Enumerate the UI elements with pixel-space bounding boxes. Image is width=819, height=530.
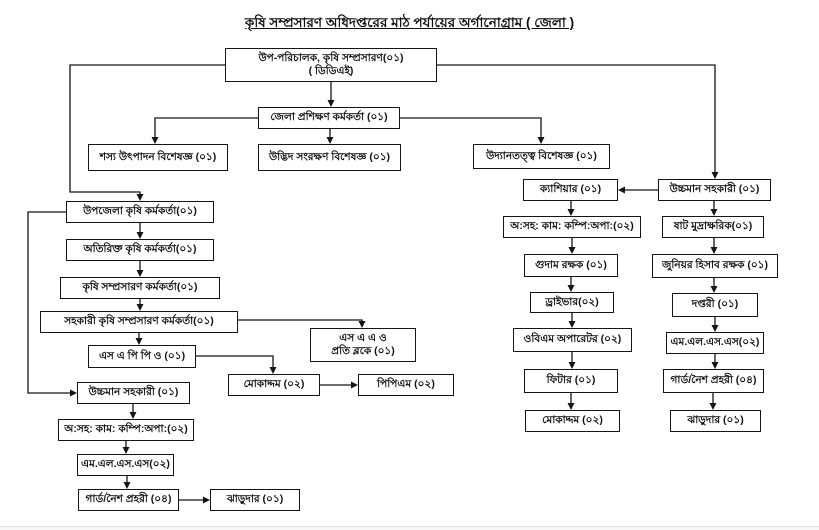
connector-fitter-to-mokaddam-right	[567, 393, 575, 410]
node-head-assistant-left: উচ্চমান সহকারী (০১)	[77, 382, 190, 404]
connector-head-asst-right-to-cashier	[618, 186, 658, 194]
node-fitter: ফিটার (০১)	[524, 369, 618, 393]
connector-dd-to-dto	[327, 82, 335, 107]
node-driver: ড্রাইভার(০২)	[530, 292, 614, 313]
node-head-assistant-right: উচ্চমান সহকারী (০১)	[658, 179, 771, 201]
node-office-assistant-computer-left: অ:সহ: কাম: কম্পি:অপা:(০২)	[58, 419, 194, 441]
node-horticulture-specialist: উদ্যানতত্ত্ব বিশেষজ্ঞ (০১)	[473, 144, 610, 169]
node-mokaddam-right: মোকাদ্দম (০২)	[525, 410, 620, 432]
connector-dto-to-plant-spec	[326, 129, 334, 144]
node-store-keeper: গুদাম রক্ষক (০১)	[524, 254, 618, 277]
node-ppm: পিপিএম (০২)	[358, 374, 454, 396]
node-junior-accountant: জুনিয়র হিসাব রক্ষক (০১)	[652, 254, 778, 278]
connector-uao-to-addl-ao	[136, 223, 144, 239]
node-mokaddam-left: মোকাদ্দম (০২)	[228, 374, 320, 396]
connector-jr-accountant-to-daftari	[710, 278, 718, 293]
node-mlss-right: এম.এল.এস.এস(০২)	[666, 332, 764, 354]
connector-steno-to-jr-accountant	[710, 238, 718, 254]
connector-mokaddam-left-to-ppm	[320, 381, 358, 389]
connector-dto-to-crop-spec	[151, 117, 258, 144]
node-district-training-officer: জেলা প্রশিক্ষণ কর্মকর্তা (০১)	[258, 107, 400, 129]
connector-aaeo-to-sappo	[135, 333, 143, 345]
connector-dto-to-hort-spec	[400, 117, 545, 144]
connector-mlss-right-to-guard-right	[711, 354, 719, 369]
connector-guard-right-to-sweeper-right	[709, 393, 717, 410]
node-sweeper-right: ঝাড়ুদার (০১)	[670, 410, 761, 432]
node-guard-right: গার্ড/নৈশ প্রহরী (০৪)	[663, 369, 764, 393]
node-guard-left: গার্ড/নৈশ প্রহরী (০৪)	[78, 489, 179, 511]
connector-daftari-to-mlss-right	[711, 317, 719, 332]
node-upazila-agri-officer: উপজেলা কৃষি কর্মকর্তা(০১)	[66, 201, 214, 223]
node-cashier: ক্যাশিয়ার (০১)	[523, 179, 618, 201]
bottom-divider	[0, 526, 819, 530]
connector-aeo-to-aaeo	[136, 299, 144, 311]
connector-addl-ao-to-aeo	[136, 261, 144, 277]
connector-obm-to-fitter	[568, 352, 576, 369]
connector-sappo-to-mokaddam-left	[196, 355, 277, 374]
node-mlss-left: এম.এল.এস.এস(০২)	[77, 454, 174, 476]
page-title: কৃষি সম্প্রসারণ অধিদপ্তরের মাঠ পর্যায়ের…	[244, 15, 575, 30]
connector-guard-left-to-sweeper-left	[179, 496, 210, 504]
connector-driver-to-obm	[568, 313, 576, 328]
connector-head-asst-left-to-office-asst-left	[129, 404, 137, 419]
node-assistant-agri-extension-officer: সহকারী কৃষি সম্প্রসারণ কর্মকর্তা(০১)	[40, 311, 238, 333]
node-obm-operator: ওবিএম অপারেটর (০২)	[513, 328, 632, 352]
node-sweeper-left: ঝাড়ুদার (০১)	[210, 489, 300, 511]
node-steno-typist: ষাট মুদ্রাক্ষরিক(০১)	[662, 216, 764, 238]
connector-office-asst-right-to-store-keeper	[568, 238, 576, 254]
node-office-assistant-computer-right: অ:সহ: কাম: কম্পি:অপা:(০২)	[503, 216, 641, 238]
node-additional-agri-officer: অতিরিক্ত কৃষি কর্মকর্তা(০১)	[66, 239, 214, 261]
node-sappo: এস এ পি পি ও (০১)	[88, 345, 196, 368]
connector-store-keeper-to-driver	[567, 277, 575, 292]
connector-head-asst-right-to-steno	[710, 201, 718, 216]
node-agri-extension-officer: কৃষি সম্প্রসারণ কর্মকর্তা(০১)	[60, 277, 220, 299]
connector-mlss-left-to-guard-left	[123, 476, 131, 489]
connector-dd-to-uao	[69, 64, 225, 201]
node-deputy-director: উপ-পরিচালক, কৃষি সম্প্রসারণ(০১)( ডিডিএই)	[225, 48, 437, 82]
node-crop-production-specialist: শস্য উৎপাদন বিশেষজ্ঞ (০১)	[88, 144, 228, 171]
connector-aaeo-to-saao-block	[238, 319, 366, 328]
node-daftari: দপ্তরী (০১)	[672, 293, 758, 317]
connector-office-asst-left-to-mlss-left	[122, 441, 130, 454]
connector-cashier-to-office-asst-right	[567, 201, 575, 216]
node-plant-protection-specialist: উদ্ভিদ সংরক্ষণ বিশেষজ্ঞ (০১)	[258, 144, 401, 171]
